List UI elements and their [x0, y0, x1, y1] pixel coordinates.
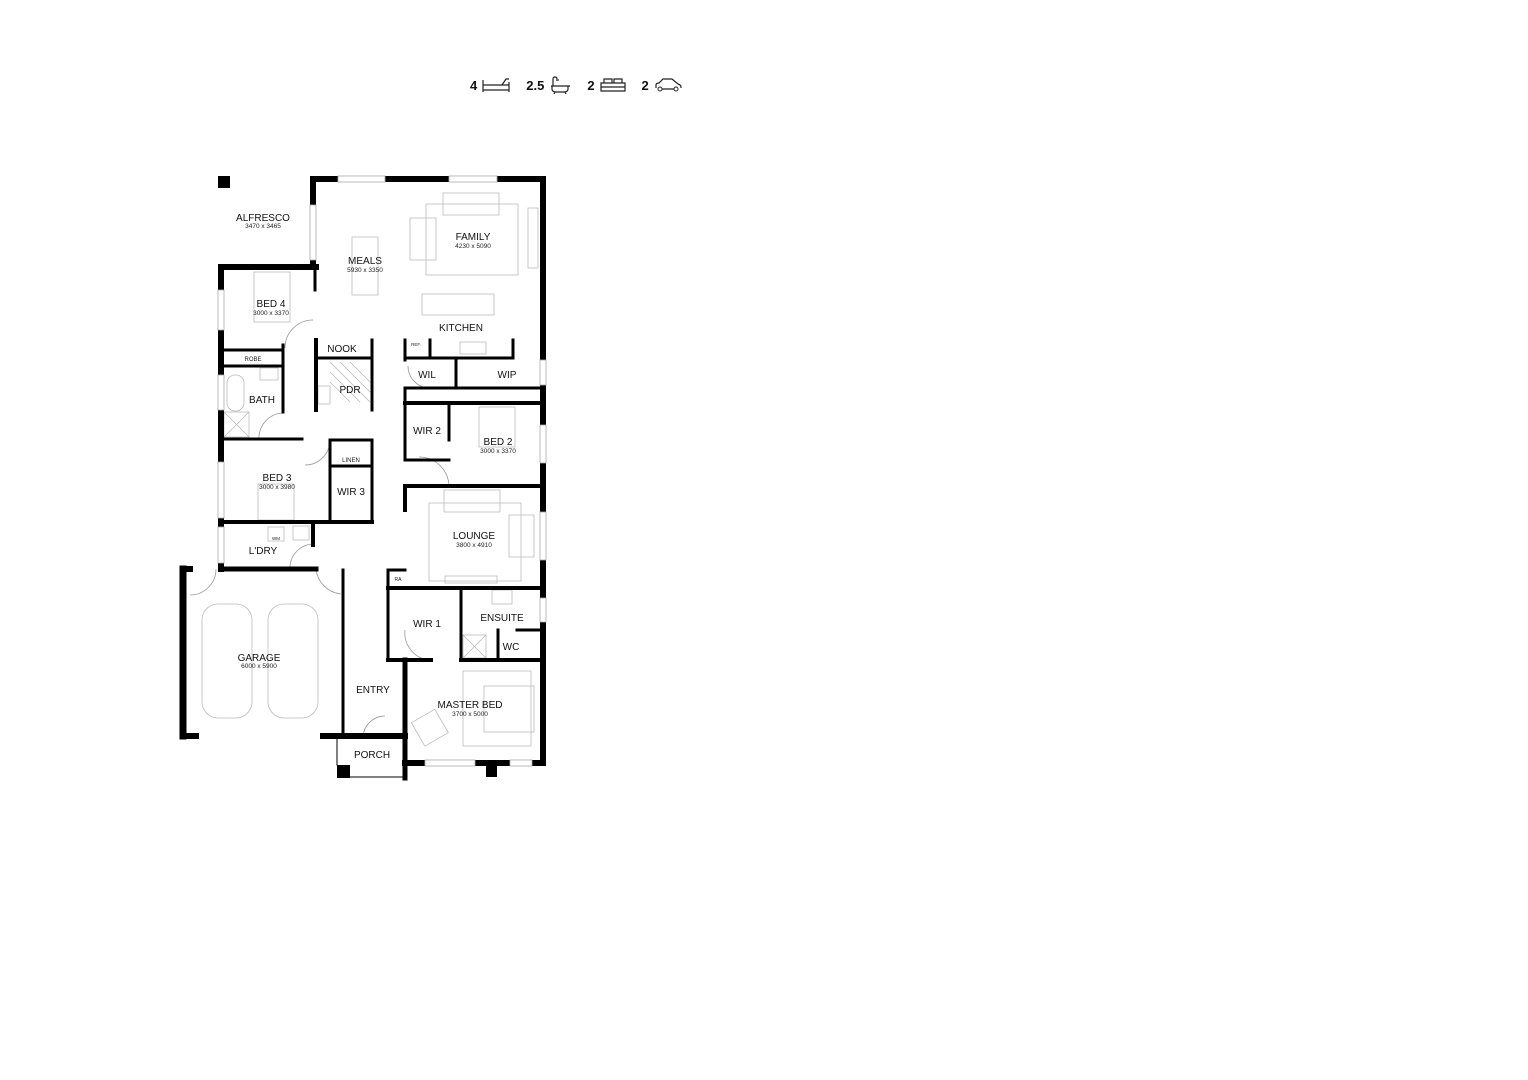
room-family-dims: 4230 x 5090	[455, 243, 491, 250]
room-wip: WIP	[498, 370, 517, 381]
feature-summary: 4 2.5 2 2	[470, 76, 698, 94]
fridge-label: REF.	[411, 342, 421, 347]
room-linen: LINEN	[342, 458, 360, 464]
windows	[217, 175, 547, 767]
bedroom-count: 4	[470, 77, 510, 93]
room-porch: PORCH	[354, 750, 390, 761]
room-wir1: WIR 1	[413, 619, 441, 630]
room-master-bed-dims: 3700 x 5000	[452, 711, 488, 718]
car-outline	[201, 603, 253, 719]
room-ra: RA	[395, 577, 403, 583]
room-alfresco-dims: 3470 x 3465	[245, 223, 281, 230]
room-robe: ROBE	[244, 357, 261, 363]
room-family: FAMILY	[456, 232, 491, 243]
room-wc: WC	[503, 642, 520, 653]
room-meals-dims: 5930 x 3350	[347, 267, 383, 274]
bed-icon	[482, 78, 510, 92]
room-nook: NOOK	[327, 344, 357, 355]
room-entry: ENTRY	[356, 685, 390, 696]
room-bed3-dims: 3000 x 3980	[259, 484, 295, 491]
garage-count: 2	[642, 77, 682, 93]
room-garage-dims: 6000 x 5900	[241, 663, 277, 670]
room-bed4: BED 4	[257, 299, 286, 310]
room-bed2-dims: 3000 x 3370	[480, 448, 516, 455]
doors	[189, 319, 450, 739]
bath-icon	[551, 76, 571, 94]
room-garage: GARAGE	[238, 653, 281, 664]
room-lounge-dims: 3800 x 4910	[456, 542, 492, 549]
car-outline	[267, 603, 319, 719]
room-bed2: BED 2	[484, 437, 513, 448]
room-kitchen: KITCHEN	[439, 323, 483, 334]
room-ensuite: ENSUITE	[480, 613, 524, 624]
room-wil: WIL	[418, 370, 436, 381]
room-alfresco: ALFRESCO	[236, 213, 290, 224]
room-lounge: LOUNGE	[453, 531, 496, 542]
washing-machine-label: WM	[272, 536, 280, 541]
room-pdr: PDR	[339, 385, 360, 396]
bathroom-count: 2.5	[526, 76, 571, 94]
living-count: 2	[587, 78, 626, 93]
room-ldry: L'DRY	[249, 546, 278, 557]
room-bed4-dims: 3000 x 3370	[253, 310, 289, 317]
room-wir2: WIR 2	[413, 426, 441, 437]
sofa-icon	[599, 78, 626, 92]
room-wir3: WIR 3	[337, 487, 365, 498]
room-meals: MEALS	[348, 256, 382, 267]
room-labels: ALFRESCO 3470 x 3465 FAMILY 4230 x 5090 …	[236, 213, 524, 761]
car-icon	[655, 78, 682, 92]
room-bath: BATH	[249, 395, 275, 406]
room-bed3: BED 3	[263, 473, 292, 484]
room-master-bed: MASTER BED	[437, 700, 502, 711]
